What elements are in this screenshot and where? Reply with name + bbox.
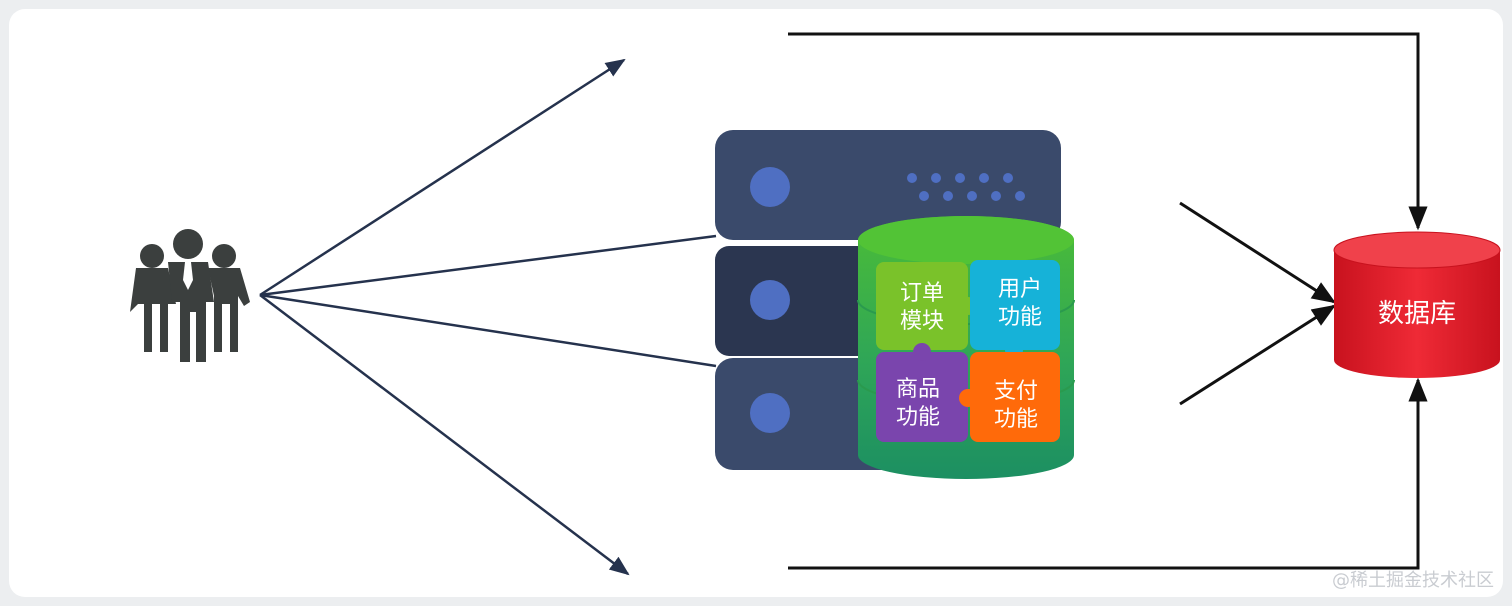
module-payment-line1: 支付	[994, 379, 1038, 404]
users-icon	[130, 229, 250, 362]
database-label: 数据库	[1378, 299, 1456, 329]
module-product-line1: 商品	[896, 377, 940, 402]
module-user-line1: 用户	[998, 277, 1042, 302]
module-product-line2: 功能	[896, 405, 940, 430]
watermark: @稀土掘金技术社区	[1332, 570, 1494, 591]
module-payment-line2: 功能	[994, 407, 1038, 432]
db-arrows	[788, 32, 1428, 570]
module-order-line2: 模块	[900, 309, 944, 334]
database-icon	[1333, 231, 1501, 378]
module-order-line1: 订单	[900, 281, 944, 306]
request-arrows	[259, 58, 717, 576]
puzzle-icon	[876, 260, 1060, 442]
module-user-line2: 功能	[998, 305, 1042, 330]
